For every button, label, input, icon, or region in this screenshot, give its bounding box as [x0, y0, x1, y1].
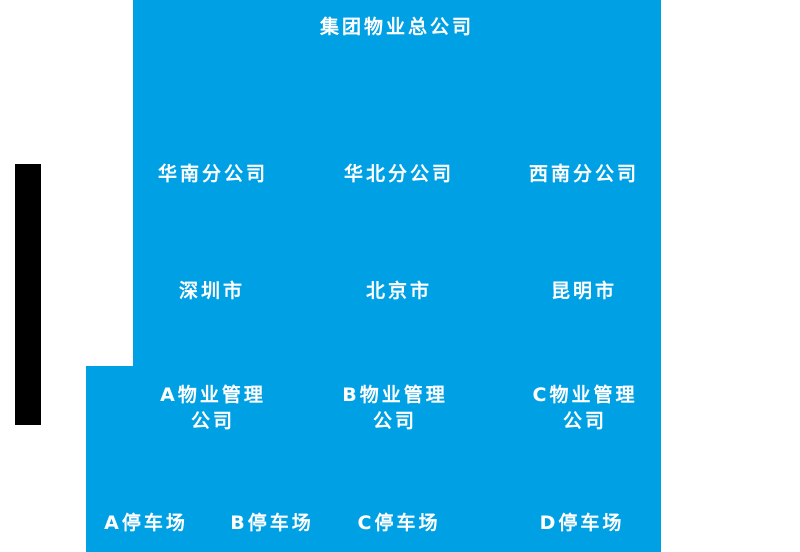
node-city-kunming: 昆明市	[550, 280, 618, 302]
node-company-a: A物业管理 公司	[160, 384, 266, 432]
node-branch-southwest: 西南分公司	[528, 163, 640, 185]
node-company-c: C物业管理 公司	[532, 384, 638, 432]
node-parking-lot-d: D停车场	[539, 512, 625, 534]
chart-background-panel	[133, 0, 661, 552]
node-branch-north-china: 华北分公司	[343, 163, 455, 185]
node-city-beijing: 北京市	[365, 280, 433, 302]
vertical-black-bar	[15, 164, 41, 425]
node-branch-south-china: 华南分公司	[157, 163, 269, 185]
chart-background-panel-extension	[86, 366, 134, 552]
node-parking-lot-b: B停车场	[230, 512, 314, 534]
node-company-b: B物业管理 公司	[342, 384, 448, 432]
node-city-shenzhen: 深圳市	[178, 280, 246, 302]
node-parking-lot-c: C停车场	[357, 512, 441, 534]
node-group-headquarters: 集团物业总公司	[319, 16, 475, 38]
node-parking-lot-a: A停车场	[104, 512, 188, 534]
